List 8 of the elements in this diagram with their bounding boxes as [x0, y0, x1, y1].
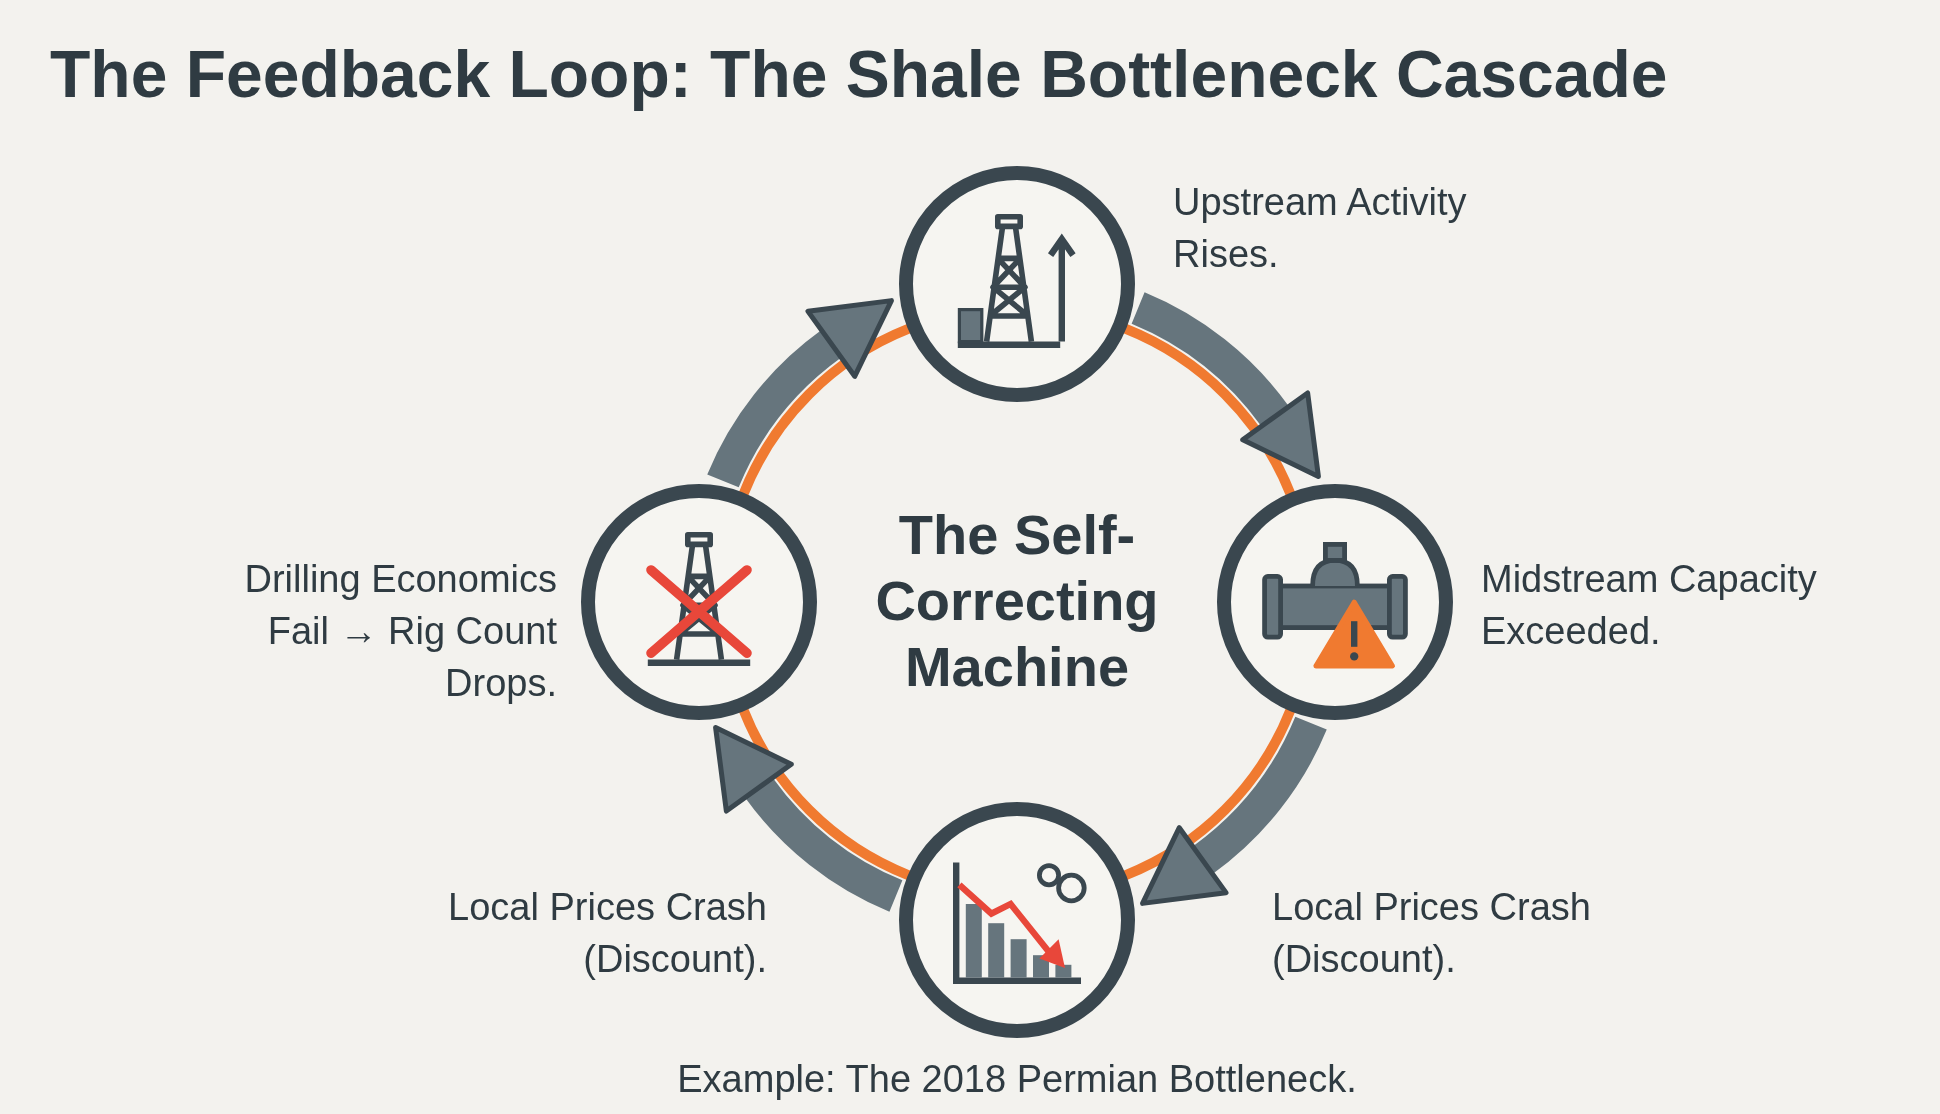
node-caption: Upstream Activity Rises.	[1173, 180, 1468, 277]
node-caption: Drilling Economics Fail → Rig Count Drops.	[243, 557, 557, 706]
node-caption: Local Prices Crash (Discount).	[447, 885, 767, 982]
center-label: The Self-Correcting Machine	[874, 502, 1160, 700]
node-caption: Midstream Capacity Exceeded.	[1481, 557, 1818, 654]
node-caption: Local Prices Crash (Discount).	[1272, 885, 1592, 982]
caption: Example: The 2018 Permian Bottleneck.	[677, 1058, 1357, 1100]
title: The Feedback Loop: The Shale Bottleneck Cascade	[50, 36, 1668, 112]
